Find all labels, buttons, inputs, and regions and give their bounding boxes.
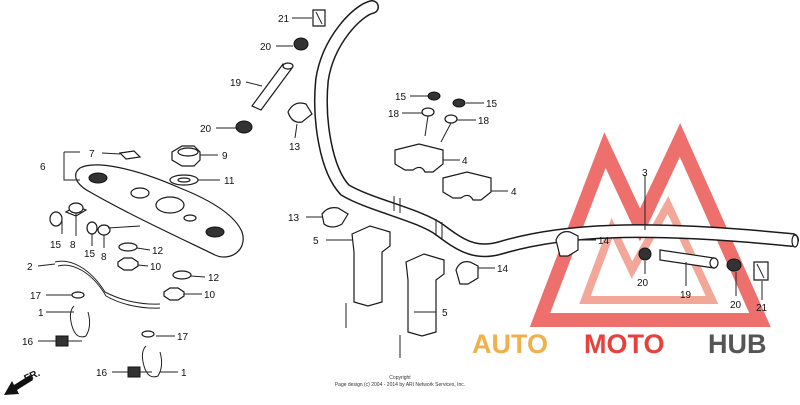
watermark-auto: AUTO xyxy=(472,329,548,359)
part-19-top xyxy=(251,62,294,111)
part-21-top xyxy=(312,9,326,27)
part-20-right-b xyxy=(726,258,742,272)
part-17-clamp-b xyxy=(141,330,155,338)
callout-11: 11 xyxy=(224,176,235,187)
copyright-text: Page design (c) 2004 - 2014 by ARI Netwo… xyxy=(335,382,465,388)
part-4-holder-a xyxy=(394,143,444,173)
part-13-clamp xyxy=(321,207,349,228)
callout-17: 17 xyxy=(30,291,42,302)
callout-19: 19 xyxy=(230,78,242,89)
callout-4: 4 xyxy=(462,156,468,167)
callout-7: 7 xyxy=(89,149,95,160)
watermark-moto: MOTO xyxy=(584,329,665,359)
callout-21: 21 xyxy=(756,303,768,314)
copyright-title: Copyright xyxy=(389,375,411,381)
front-arrow-icon xyxy=(4,375,33,395)
direction-label: FR. xyxy=(23,368,42,385)
part-13-top xyxy=(287,102,313,123)
callout-14: 14 xyxy=(497,264,509,275)
callout-15: 15 xyxy=(395,92,407,103)
watermark-text: AUTO MOTO HUB xyxy=(472,329,767,359)
watermark-triangle xyxy=(529,123,771,327)
part-19-right-pipe xyxy=(659,249,719,269)
callout-8: 8 xyxy=(70,240,76,251)
part-5-lower-holder-b xyxy=(399,253,445,358)
part-14-clamp-b xyxy=(455,261,479,285)
part-8-bolt-a xyxy=(64,202,88,217)
part-15-cap-b xyxy=(86,221,98,235)
part-12-washers xyxy=(118,242,192,280)
part-7-washer xyxy=(118,150,142,160)
front-direction-indicator: FR. xyxy=(4,368,42,395)
part-21-right-clip xyxy=(753,261,769,281)
callout-20: 20 xyxy=(637,278,649,289)
part-11-washer xyxy=(169,174,199,186)
part-16-bolt-a xyxy=(55,335,82,347)
copyright-notice: Copyright Page design (c) 2004 - 2014 by… xyxy=(335,375,465,388)
part-15-cap-c xyxy=(427,91,441,101)
callout-18: 18 xyxy=(388,109,400,120)
part-1-band-a xyxy=(69,305,91,338)
callout-20: 20 xyxy=(730,300,742,311)
callout-12: 12 xyxy=(152,246,164,257)
part-16-bolt-b xyxy=(127,366,152,378)
callout-13: 13 xyxy=(289,142,301,153)
callout-1: 1 xyxy=(181,368,187,379)
callout-15: 15 xyxy=(84,249,96,260)
callout-20: 20 xyxy=(200,124,212,135)
callout-21: 21 xyxy=(278,14,290,25)
part-5-lower-holder-a xyxy=(345,225,391,328)
callout-9: 9 xyxy=(222,151,228,162)
callout-4: 4 xyxy=(511,187,517,198)
watermark-hub: HUB xyxy=(708,329,767,359)
callout-10: 10 xyxy=(204,290,216,301)
callout-5: 5 xyxy=(313,236,319,247)
part-17-clamp-a xyxy=(71,291,85,299)
part-2-bracket xyxy=(54,260,161,309)
callout-2: 2 xyxy=(27,262,33,273)
part-18-bolt-a xyxy=(421,107,435,137)
part-1-band-b xyxy=(141,345,163,378)
part-20-mid xyxy=(235,120,253,134)
part-15-cap-d xyxy=(452,98,466,108)
callout-12: 12 xyxy=(208,273,220,284)
part-20-right-a xyxy=(638,247,652,261)
callout-19: 19 xyxy=(680,290,692,301)
callout-16: 16 xyxy=(96,368,108,379)
callout-6: 6 xyxy=(40,162,46,173)
top-bridge xyxy=(75,164,244,258)
callout-labels: 21 20 19 20 13 7 6 9 11 15 15 18 18 4 4 … xyxy=(22,14,768,379)
callout-8: 8 xyxy=(101,252,107,263)
callout-14: 14 xyxy=(598,236,610,247)
callout-3: 3 xyxy=(642,168,648,179)
part-20-top xyxy=(293,37,309,51)
callout-10: 10 xyxy=(150,262,162,273)
part-9-nut xyxy=(171,145,201,167)
callout-15: 15 xyxy=(50,240,62,251)
callout-15: 15 xyxy=(486,99,498,110)
callout-13: 13 xyxy=(288,213,300,224)
callout-16: 16 xyxy=(22,337,34,348)
callout-20: 20 xyxy=(260,42,272,53)
leader-lines xyxy=(37,17,763,373)
part-10-nuts xyxy=(117,257,185,301)
callout-1: 1 xyxy=(38,308,44,319)
part-18-bolt-b xyxy=(440,114,458,143)
handlebar xyxy=(314,0,799,258)
part-4-holder-b xyxy=(442,171,492,201)
callout-17: 17 xyxy=(177,332,189,343)
part-14-clamp-a xyxy=(555,231,579,257)
callout-18: 18 xyxy=(478,116,490,127)
callout-5: 5 xyxy=(442,308,448,319)
part-8-bolt-b xyxy=(97,224,141,236)
part-15-cap-a xyxy=(49,211,63,227)
